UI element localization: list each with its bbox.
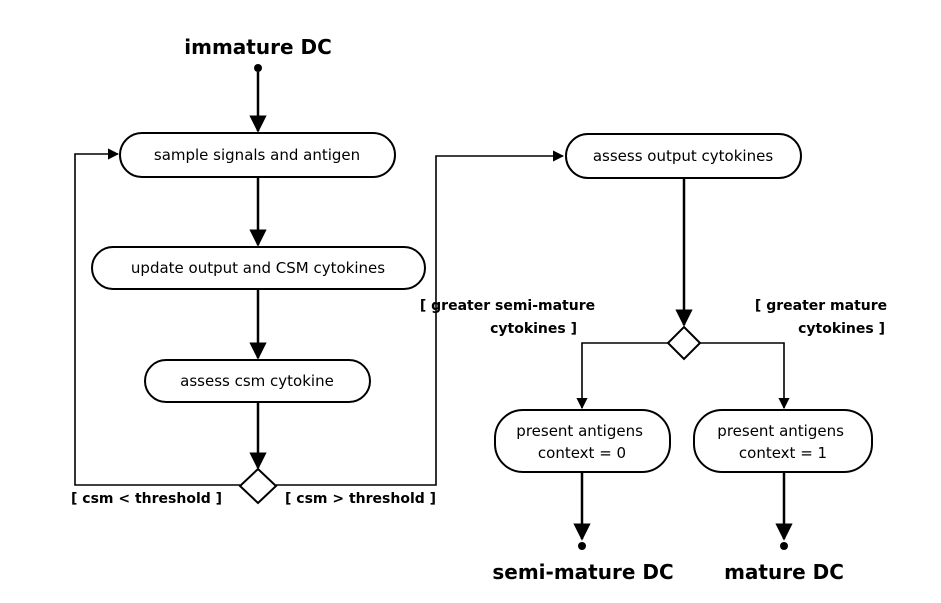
- present-semi-line1: present antigens: [516, 422, 643, 440]
- guard-greater-mature-line1: [ greater mature: [755, 298, 887, 314]
- start-label: immature DC: [184, 35, 332, 59]
- end-node-semi: [578, 542, 586, 550]
- edge-to-assess-output: [276, 150, 565, 486]
- activity-assess-csm: [144, 359, 371, 403]
- end-label-semi: semi-mature DC: [492, 560, 673, 584]
- guard-csm-high: [ csm > threshold ]: [285, 491, 436, 507]
- activity-assess-output-label: assess output cytokines: [593, 147, 773, 165]
- activity-sample: [119, 132, 396, 178]
- start-node: [254, 64, 262, 72]
- end-node-mature: [780, 542, 788, 550]
- activity-present-mature: [693, 409, 873, 473]
- present-semi-line2: context = 0: [538, 444, 626, 462]
- guard-greater-mature-line2: cytokines ]: [798, 321, 885, 337]
- activity-assess-output: [565, 133, 802, 179]
- end-label-mature: mature DC: [724, 560, 844, 584]
- edge-loop-back: [74, 148, 240, 486]
- decision-csm: [238, 467, 278, 505]
- activity-sample-label: sample signals and antigen: [154, 146, 360, 164]
- guard-greater-semi-line1: [ greater semi-mature: [420, 298, 595, 314]
- activity-update: [91, 246, 426, 290]
- activity-assess-csm-label: assess csm cytokine: [180, 372, 334, 390]
- present-mature-line1: present antigens: [717, 422, 844, 440]
- activity-present-semi: [494, 409, 671, 473]
- present-mature-line2: context = 1: [739, 444, 827, 462]
- edge-to-present-semi: [576, 342, 668, 410]
- decision-cytokines: [666, 325, 702, 361]
- edge-to-present-mature: [700, 342, 790, 410]
- activity-present-mature-label: present antigens context = 1: [717, 422, 848, 462]
- guard-greater-mature: [ greater mature cytokines ]: [755, 298, 892, 337]
- guard-greater-semi-line2: cytokines ]: [490, 321, 577, 337]
- guard-csm-low: [ csm < threshold ]: [71, 491, 222, 507]
- guard-greater-semi: [ greater semi-mature cytokines ]: [420, 298, 600, 337]
- activity-present-semi-label: present antigens context = 0: [516, 422, 647, 462]
- activity-update-label: update output and CSM cytokines: [131, 259, 385, 277]
